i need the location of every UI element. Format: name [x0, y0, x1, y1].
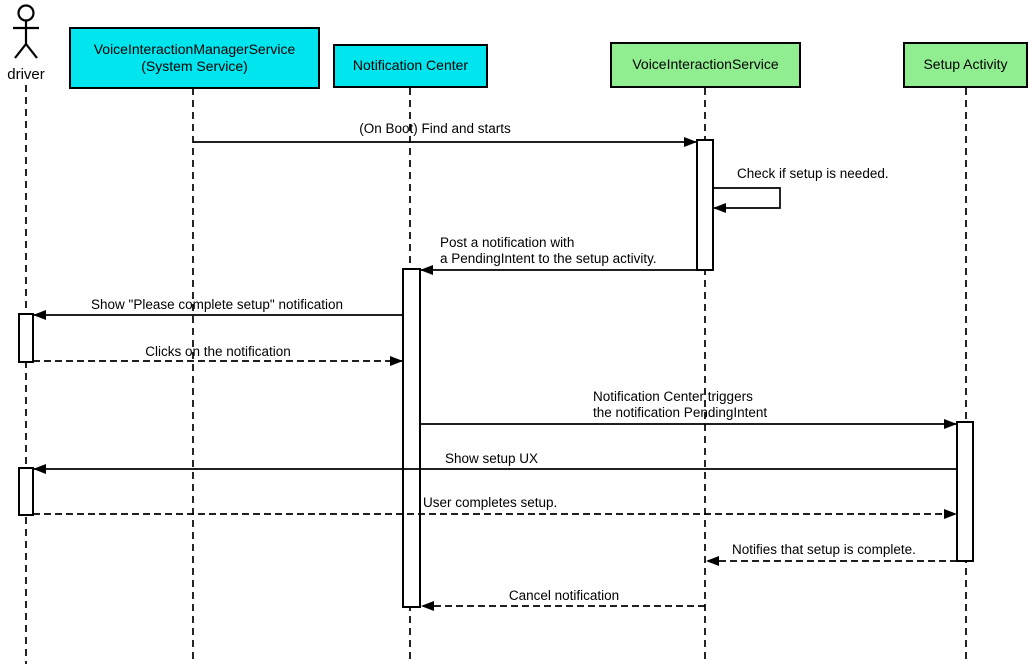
message-arrow-check-if-setup-needed: [713, 187, 781, 213]
participant-label: Notification Center: [352, 57, 469, 74]
message-label-show-complete-setup-notification: Show "Please complete setup" notificatio…: [91, 297, 343, 312]
activation-voice-interaction-service: [696, 139, 714, 271]
participant-box-setup-activity: Setup Activity: [903, 42, 1028, 88]
activation-notification-center: [402, 268, 421, 608]
message-label-clicks-on-notification: Clicks on the notification: [145, 344, 291, 359]
participant-box-voice-interaction-manager-service: VoiceInteractionManagerService (System S…: [69, 27, 320, 89]
participant-label: Setup Activity: [923, 56, 1008, 73]
participant-box-notification-center: Notification Center: [333, 44, 488, 88]
message-label-show-setup-ux: Show setup UX: [445, 451, 539, 466]
message-label-check-if-setup-needed: Check if setup is needed.: [737, 166, 889, 181]
activation-driver-2: [18, 467, 34, 516]
message-label-cancel-notification: Cancel notification: [508, 588, 620, 603]
activation-driver-1: [18, 313, 34, 363]
activation-setup-activity: [956, 421, 974, 562]
message-label-notifies-setup-complete: Notifies that setup is complete.: [732, 542, 916, 557]
participant-box-voice-interaction-service: VoiceInteractionService: [610, 42, 801, 88]
participant-label: VoiceInteractionService: [632, 56, 779, 73]
message-label-on-boot-find-and-starts: (On Boot) Find and starts: [359, 121, 511, 136]
actor-figure-icon: [13, 4, 39, 59]
message-label-triggers-pendingintent: Notification Center triggers the notific…: [593, 389, 768, 420]
actor-label-driver: driver: [7, 66, 45, 83]
message-label-post-notification: Post a notification with a PendingIntent…: [440, 235, 657, 266]
message-label-user-completes-setup: User completes setup.: [423, 495, 558, 510]
participant-label: VoiceInteractionManagerService (System S…: [93, 40, 296, 75]
